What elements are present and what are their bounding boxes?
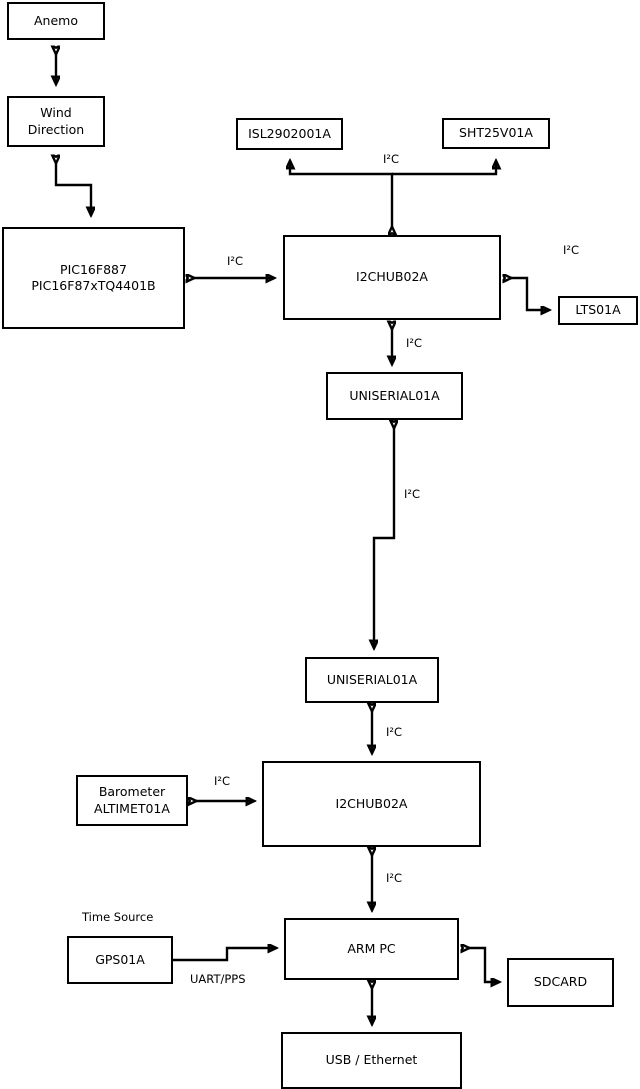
edge-label-uniserial-link: I²C	[404, 487, 421, 501]
node-uniserial01a-bottom[interactable]: UNISERIAL01A	[305, 657, 439, 703]
edge-label-hubtop-sensors: I²C	[383, 152, 400, 166]
node-usb-ethernet-label: USB / Ethernet	[325, 1052, 418, 1068]
edge-label-gps-armpc: UART/PPS	[190, 972, 246, 986]
node-arm-pc-label: ARM PC	[347, 940, 396, 956]
node-i2chub02a-top[interactable]: I2CHUB02A	[283, 235, 501, 320]
node-sht25v01a-label: SHT25V01A	[459, 125, 533, 141]
edge-wind-pic	[56, 163, 91, 215]
edge-uniserial-link	[374, 428, 394, 648]
node-gps01a-label: GPS01A	[95, 951, 145, 967]
edge-hubtop-sht	[392, 161, 496, 176]
node-pic-mcu[interactable]: PIC16F887 PIC16F87xTQ4401B	[2, 227, 185, 329]
edge-hubtop-isl	[290, 161, 392, 227]
node-isl2902001a-label: ISL2902001A	[248, 125, 331, 141]
node-sdcard[interactable]: SDCARD	[507, 958, 614, 1007]
node-arm-pc[interactable]: ARM PC	[284, 918, 459, 980]
node-sht25v01a[interactable]: SHT25V01A	[442, 118, 550, 149]
node-uniserial01a-top[interactable]: UNISERIAL01A	[326, 372, 463, 420]
node-lts01a[interactable]: LTS01A	[558, 296, 638, 325]
label-time-source: Time Source	[82, 910, 154, 924]
node-anemo-label: Anemo	[34, 12, 78, 28]
node-barometer-altimet01a[interactable]: Barometer ALTIMET01A	[76, 775, 188, 826]
node-wind-direction[interactable]: Wind Direction	[7, 96, 105, 147]
node-sdcard-label: SDCARD	[533, 974, 588, 990]
edge-gps-armpc	[173, 948, 276, 962]
node-i2chub02a-bottom-label: I2CHUB02A	[335, 795, 408, 811]
node-wind-direction-label: Wind Direction	[27, 105, 85, 137]
edge-label-uniserial-hubbottom: I²C	[386, 725, 403, 739]
node-isl2902001a[interactable]: ISL2902001A	[236, 118, 343, 150]
edge-label-pic-hubtop: I²C	[227, 254, 244, 268]
node-lts01a-label: LTS01A	[575, 302, 621, 318]
edge-label-hubbottom-armpc: I²C	[386, 871, 403, 885]
node-i2chub02a-top-label: I2CHUB02A	[356, 269, 428, 285]
node-barometer-altimet01a-label: Barometer ALTIMET01A	[94, 784, 170, 816]
node-uniserial01a-top-label: UNISERIAL01A	[349, 387, 440, 403]
edge-label-barometer-hubbottom: I²C	[214, 774, 231, 788]
edge-label-hubtop-lts: I²C	[563, 243, 580, 257]
node-i2chub02a-bottom[interactable]: I2CHUB02A	[262, 761, 481, 847]
edge-label-hubtop-uniserial: I²C	[406, 336, 423, 350]
node-pic-mcu-label: PIC16F887 PIC16F87xTQ4401B	[31, 261, 156, 294]
edge-armpc-sdcard	[469, 948, 499, 982]
node-gps01a[interactable]: GPS01A	[67, 936, 173, 984]
node-usb-ethernet[interactable]: USB / Ethernet	[281, 1032, 462, 1089]
edge-hubtop-lts	[511, 278, 549, 310]
node-anemo[interactable]: Anemo	[7, 2, 105, 40]
node-uniserial01a-bottom-label: UNISERIAL01A	[326, 671, 418, 687]
